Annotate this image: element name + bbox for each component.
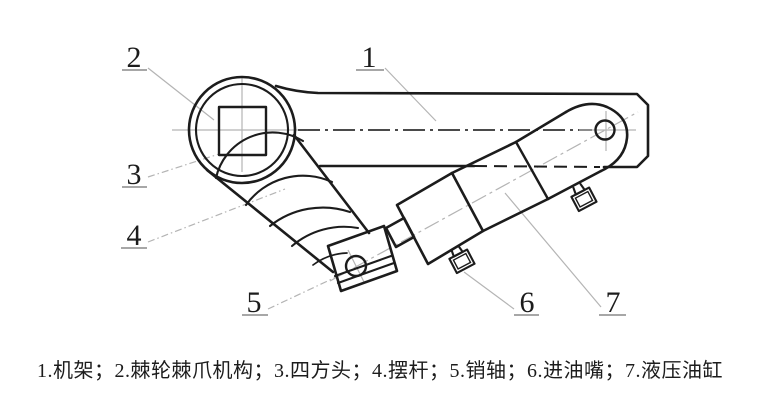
swing-rod-band-4	[290, 225, 360, 248]
pin-shaft	[344, 254, 368, 278]
part-labels: 1 2 3 4 5 6 7	[121, 41, 626, 319]
leader-lines	[147, 67, 602, 310]
part-label-2: 2	[127, 41, 142, 74]
leader-line-3	[147, 153, 220, 178]
cylinder-axis-centerline	[329, 111, 639, 282]
nipple-head-inner	[574, 190, 594, 208]
ratchet-outer-ring	[187, 75, 297, 185]
frame-bottom-edge-hidden	[473, 165, 601, 168]
oil-nipple-lower	[448, 245, 476, 275]
barrel-seam	[514, 140, 550, 201]
figure-caption: 1.机架；2.棘轮棘爪机构；3.四方头；4.摆杆；5.销轴；6.进油嘴；7.液压…	[37, 359, 723, 382]
frame-outline	[274, 84, 650, 169]
ratchet-mechanism	[187, 75, 297, 185]
rear-top-edge	[514, 110, 568, 144]
barrel-bottom-edge	[481, 197, 550, 233]
nipple-head	[570, 186, 598, 213]
part-label-1: 1	[362, 41, 377, 74]
swing-rod-band-5	[312, 252, 348, 266]
nipple-head	[448, 248, 476, 275]
leader-line-4	[147, 188, 286, 243]
part-label-7: 7	[606, 286, 621, 319]
pin-crosshair	[347, 249, 365, 283]
cylinder-gland-block	[395, 171, 485, 266]
clevis-band-1	[336, 261, 396, 285]
rod-coupling	[384, 216, 416, 249]
square-head	[217, 105, 268, 157]
swing-rod-right-edge	[292, 133, 371, 235]
swing-rod-band-1	[214, 131, 305, 180]
oil-nipple-upper	[570, 183, 598, 213]
clevis-eye-lobe	[564, 102, 629, 173]
part-label-3: 3	[127, 158, 142, 191]
part-label-6: 6	[520, 286, 535, 319]
centerlines	[172, 78, 639, 283]
rear-bottom-edge	[546, 169, 603, 201]
leader-line-2	[147, 67, 215, 121]
hydraulic-cylinder	[384, 102, 629, 266]
frame-top-and-right-edge	[274, 84, 650, 169]
nipple-head-inner	[452, 252, 472, 270]
leader-line-5	[267, 269, 352, 310]
barrel-top-edge	[450, 140, 518, 175]
swing-rod-band-2	[244, 174, 334, 207]
part-label-4: 4	[127, 219, 142, 252]
clevis-band-2	[333, 254, 393, 278]
ratchet-inner-ring	[194, 82, 290, 178]
clevis-eye-hole	[594, 119, 616, 141]
swing-rod-left-edge	[205, 168, 335, 274]
swing-rod	[205, 131, 371, 274]
part-label-5: 5	[247, 286, 262, 319]
swing-rod-band-3	[268, 206, 352, 228]
leader-line-6	[463, 271, 515, 310]
pin-clevis	[326, 224, 399, 293]
